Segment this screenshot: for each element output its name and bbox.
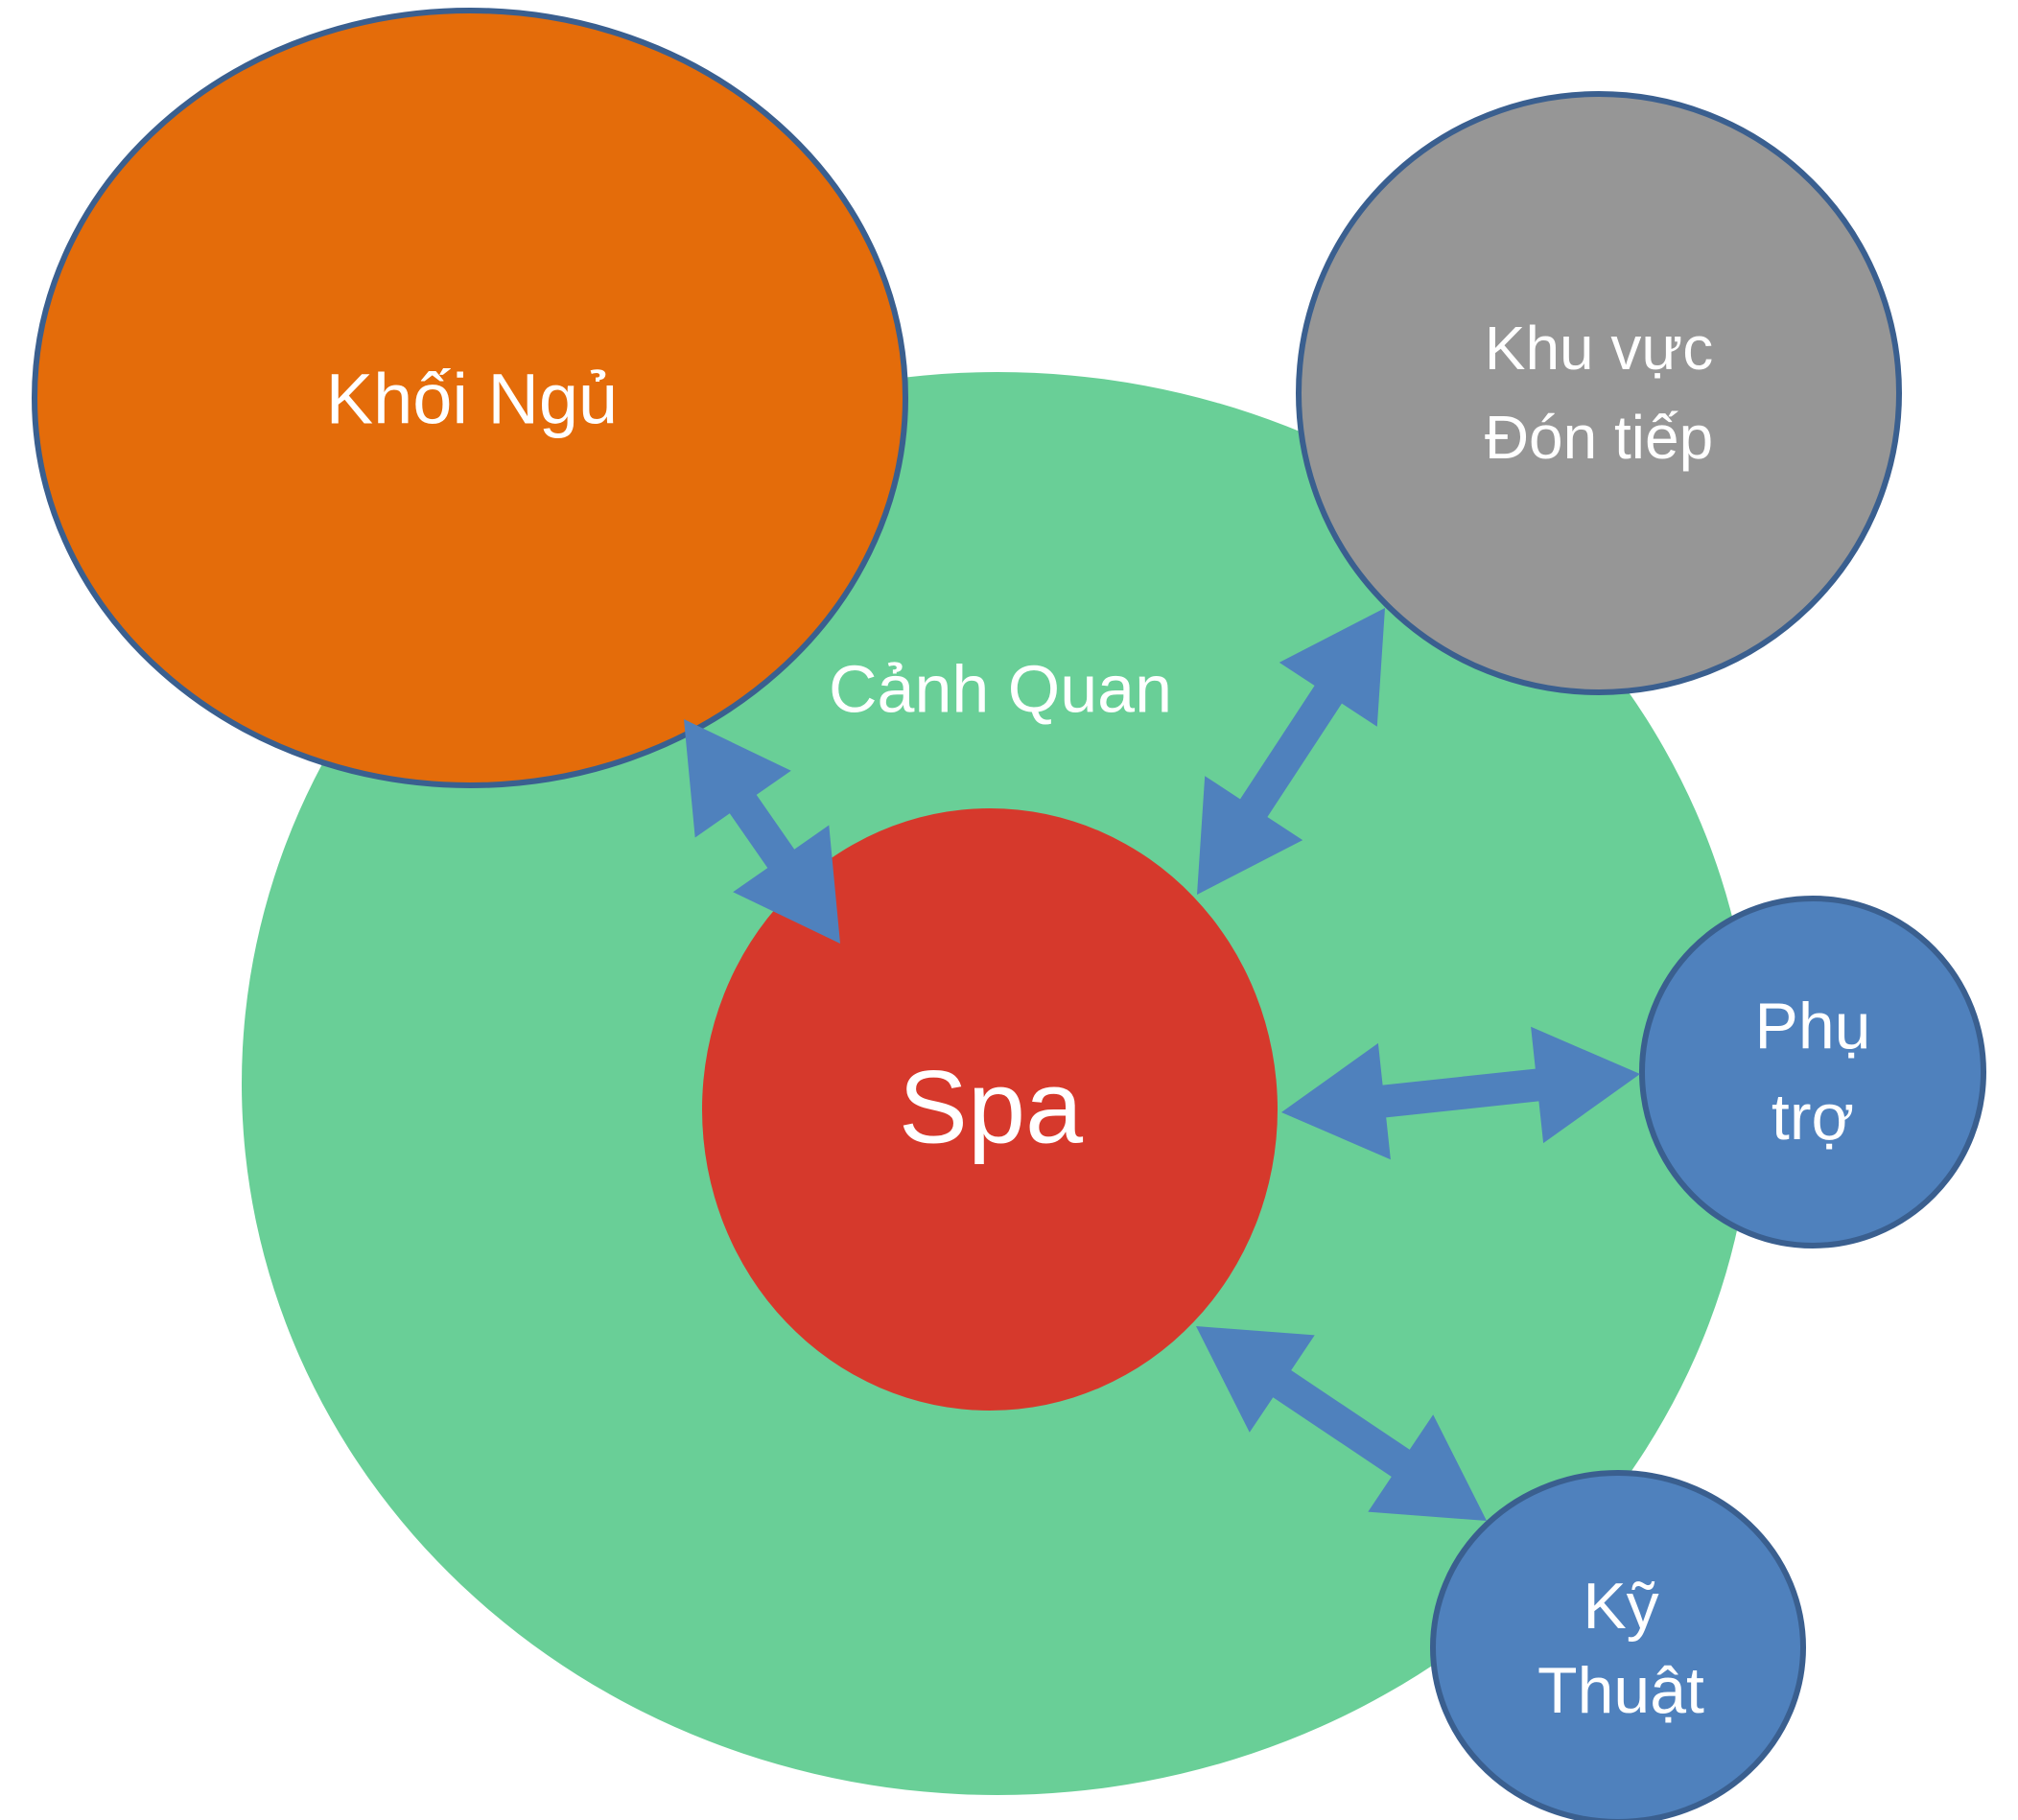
reception-zone	[1296, 91, 1902, 695]
sleeping-block-label: Khối Ngủ	[326, 360, 618, 439]
auxiliary-label-line1: Phụ	[1755, 990, 1871, 1062]
spa-zone	[702, 808, 1278, 1411]
connection-arrows	[684, 608, 1640, 1521]
technical-zone	[1430, 1470, 1806, 1820]
arrow-spa-reception	[1197, 608, 1385, 895]
sleeping-block-zone	[32, 8, 908, 788]
landscape-label: Cảnh Quan	[829, 651, 1172, 726]
arrow-spa-technical	[1196, 1326, 1487, 1521]
technical-label-line1: Kỹ	[1583, 1570, 1658, 1643]
reception-label-line2: Đón tiếp	[1485, 403, 1713, 472]
arrow-spa-sleeping	[684, 719, 840, 944]
arrow-spa-auxiliary	[1281, 1026, 1640, 1160]
technical-label-line2: Thuật	[1537, 1654, 1704, 1727]
auxiliary-label-line2: trợ	[1772, 1081, 1854, 1154]
reception-label-line1: Khu vực	[1485, 314, 1714, 383]
auxiliary-zone	[1639, 896, 1986, 1248]
spa-label: Spa	[899, 1049, 1084, 1165]
